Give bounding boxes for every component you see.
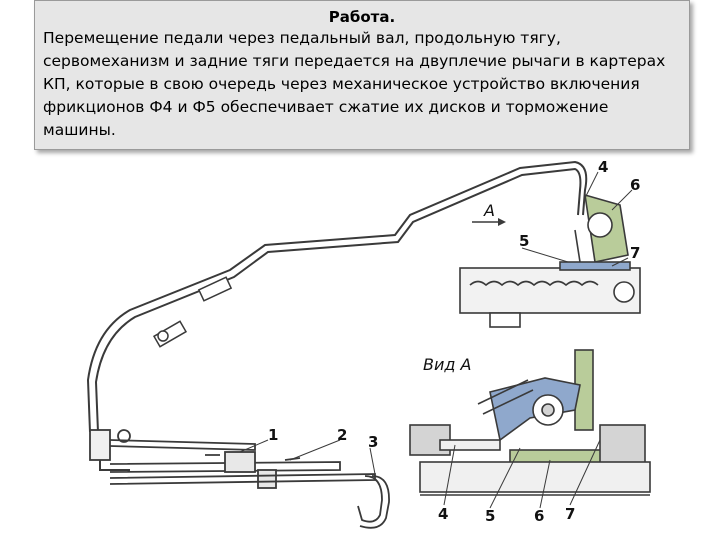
callout-6-bottom: 6 (534, 507, 544, 525)
callout-5-top: 5 (519, 232, 529, 250)
callout-numbers: 1 2 3 4 5 6 7 4 5 6 7 (268, 158, 640, 525)
view-marker-label: А (483, 201, 495, 220)
callout-5-bottom: 5 (485, 507, 495, 525)
gearbox-housing (459, 193, 641, 328)
pedal-shaft-assembly (89, 429, 390, 529)
description-box: Работа. Перемещение педали через педальн… (34, 0, 690, 150)
leader-lines (239, 171, 633, 509)
callout-7-top: 7 (630, 244, 640, 262)
slide-body-text: Перемещение педали через педальный вал, … (43, 29, 666, 139)
view-a-arrow: А (472, 201, 506, 226)
callout-6-top: 6 (630, 176, 640, 194)
callout-3: 3 (368, 433, 378, 451)
callout-2: 2 (337, 426, 347, 444)
callout-7-bottom: 7 (565, 505, 575, 523)
callout-4-bottom: 4 (438, 505, 448, 523)
slide-heading: Работа. (328, 8, 396, 26)
view-a-mechanism (409, 349, 651, 496)
rod-fittings (152, 276, 233, 348)
view-a-title: Вид А (423, 355, 471, 374)
callout-1: 1 (268, 426, 278, 444)
callout-4-top: 4 (598, 158, 608, 176)
